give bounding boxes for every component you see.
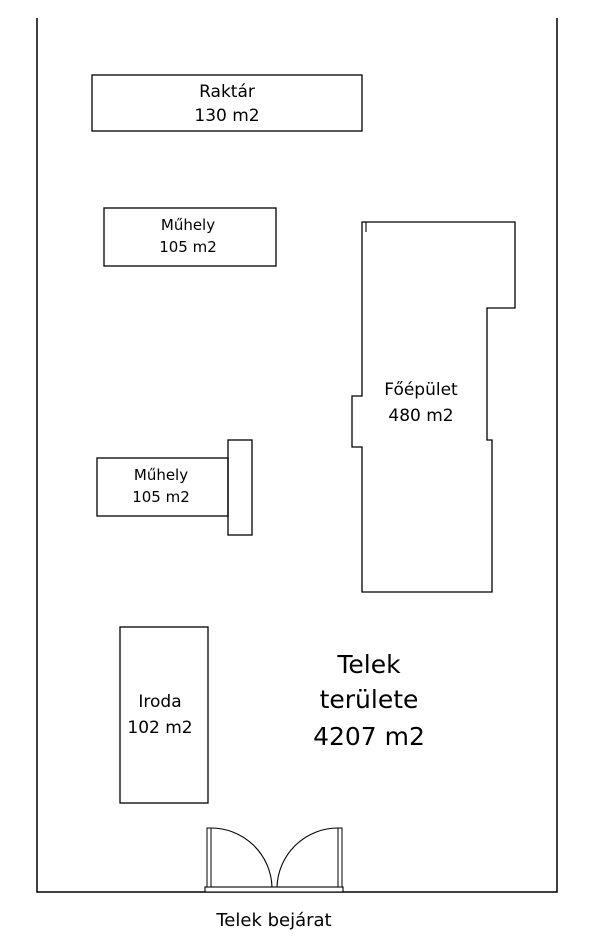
building-foepulet-outline bbox=[351, 221, 516, 593]
building-raktar-name: Raktár bbox=[199, 82, 255, 102]
entrance-gate-right-swing bbox=[276, 827, 339, 888]
building-muhely-top-outline bbox=[103, 207, 277, 267]
entrance-gate-right-leaf bbox=[337, 827, 343, 888]
building-muhely-bottom: Műhely 105 m2 bbox=[96, 439, 253, 536]
building-muhely-top-area: 105 m2 bbox=[159, 238, 217, 256]
building-muhely-bottom-area: 105 m2 bbox=[132, 488, 190, 506]
entrance-gate-sill bbox=[204, 886, 344, 893]
plot-area-label: Telek területe 4207 m2 bbox=[313, 650, 425, 751]
plot-area-line2: területe bbox=[320, 685, 419, 714]
building-raktar-outline bbox=[91, 74, 363, 132]
building-raktar-area: 130 m2 bbox=[194, 106, 259, 126]
building-iroda: Iroda 102 m2 bbox=[119, 626, 209, 804]
building-foepulet: Főépület 480 m2 bbox=[351, 221, 516, 593]
plot-boundary bbox=[36, 18, 558, 893]
building-iroda-outline bbox=[119, 626, 209, 804]
building-muhely-top: Műhely 105 m2 bbox=[103, 207, 277, 267]
building-raktar: Raktár 130 m2 bbox=[91, 74, 363, 132]
building-foepulet-area: 480 m2 bbox=[388, 406, 453, 426]
building-foepulet-name: Főépület bbox=[384, 380, 458, 400]
building-iroda-name: Iroda bbox=[138, 692, 181, 712]
entrance-gate-left-swing bbox=[210, 827, 273, 888]
plot-area-line1: Telek bbox=[336, 650, 401, 679]
plot-area-value: 4207 m2 bbox=[313, 722, 425, 751]
building-muhely-bottom-annex bbox=[227, 439, 253, 536]
building-muhely-top-name: Műhely bbox=[161, 216, 215, 234]
building-iroda-area: 102 m2 bbox=[127, 718, 192, 738]
entrance-gate-left-leaf bbox=[206, 827, 212, 888]
building-muhely-bottom-name: Műhely bbox=[134, 466, 188, 484]
entrance-label: Telek bejárat bbox=[215, 910, 331, 931]
entrance-gate bbox=[204, 827, 344, 893]
